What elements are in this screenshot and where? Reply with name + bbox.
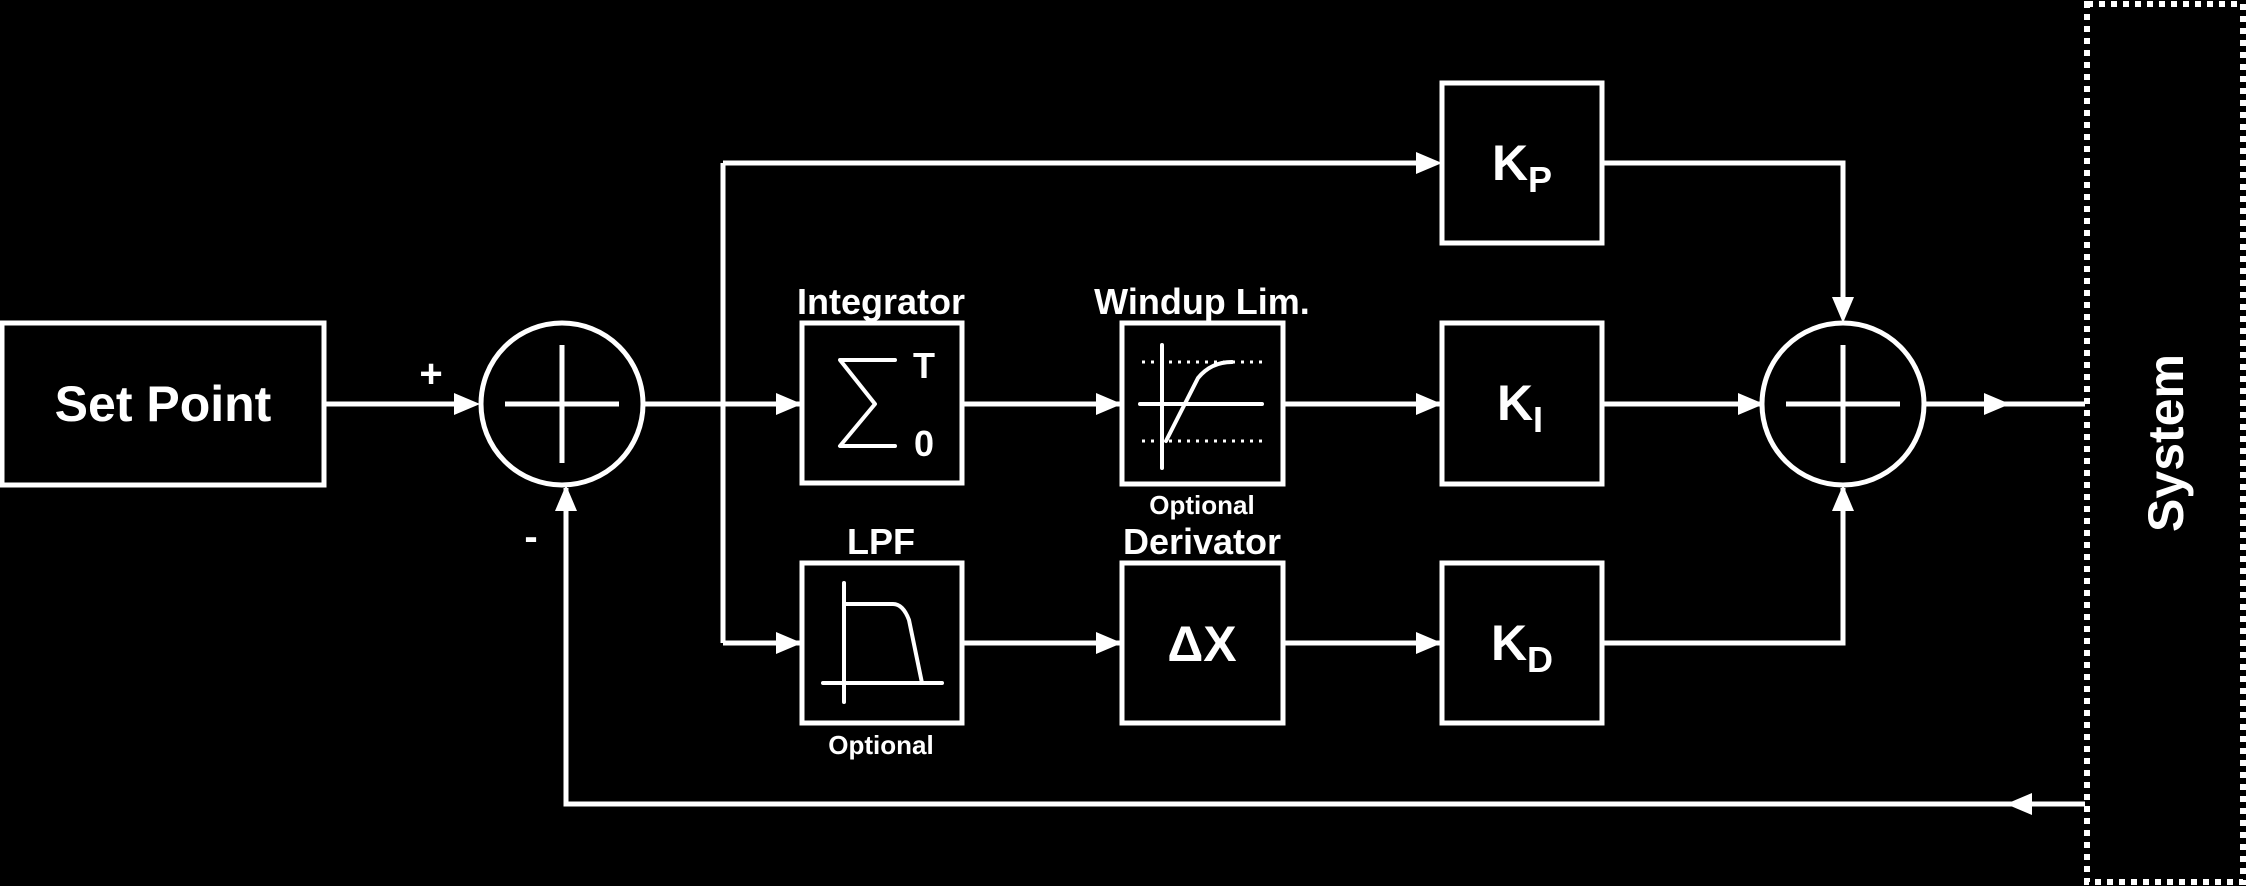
system-block: System (2084, 1, 2246, 885)
set-point-block: Set Point (0, 320, 327, 488)
arrow-into-kd (1416, 632, 1442, 654)
arrow-into-integrator (776, 393, 802, 415)
kp-label: KP (1492, 135, 1552, 200)
arrow-into-ki (1416, 393, 1442, 415)
arrow-into-input-sum (454, 393, 480, 415)
wire-kd-to-sum (1602, 488, 1846, 646)
integrator-block: T 0 (799, 320, 965, 486)
windup-limiter-block (1119, 320, 1286, 487)
arrow-feedback-into-input-sum (555, 485, 577, 511)
lpf-rolloff-curve-icon (842, 602, 924, 685)
arrow-kp-into-output-sum (1832, 297, 1854, 323)
derivator-symbol: ΔX (1167, 616, 1236, 672)
input-summing-junction (478, 320, 646, 488)
lpf-optional-note: Optional (828, 730, 933, 760)
output-summing-junction (1759, 320, 1927, 488)
kp-gain-block: KP (1439, 80, 1605, 246)
arrow-feedback-return (2006, 793, 2032, 815)
wire-feedback-loop (563, 488, 2085, 807)
windup-optional-note: Optional (1149, 490, 1254, 520)
arrow-output-to-system (1984, 393, 2010, 415)
integrator-lower-limit: 0 (914, 423, 934, 464)
derivator-label: Derivator (1123, 521, 1281, 562)
ki-label: KI (1497, 375, 1543, 440)
integrator-label: Integrator (797, 281, 965, 322)
arrow-ki-into-output-sum (1738, 393, 1764, 415)
integrator-upper-limit: T (913, 345, 935, 386)
plus-sign: + (419, 352, 442, 396)
ki-gain-block: KI (1439, 320, 1605, 487)
kd-gain-block: KD (1439, 560, 1605, 726)
arrow-into-kp (1416, 152, 1442, 174)
arrow-into-derivator (1096, 632, 1122, 654)
arrow-into-lpf (776, 632, 802, 654)
minus-sign: - (524, 515, 537, 559)
derivator-block: ΔX (1119, 560, 1286, 726)
arrow-kd-into-output-sum (1832, 485, 1854, 511)
windup-saturation-curve-icon (1164, 360, 1234, 443)
wire-kp-to-sum (1602, 160, 1846, 315)
lpf-block (799, 560, 965, 726)
arrowheads (454, 152, 2032, 815)
arrow-into-windup (1096, 393, 1122, 415)
system-label: System (2138, 354, 2194, 532)
windup-label: Windup Lim. (1094, 281, 1310, 322)
summation-icon (838, 358, 897, 448)
set-point-label: Set Point (55, 376, 272, 432)
lpf-label: LPF (847, 521, 915, 562)
kd-label: KD (1491, 615, 1553, 680)
